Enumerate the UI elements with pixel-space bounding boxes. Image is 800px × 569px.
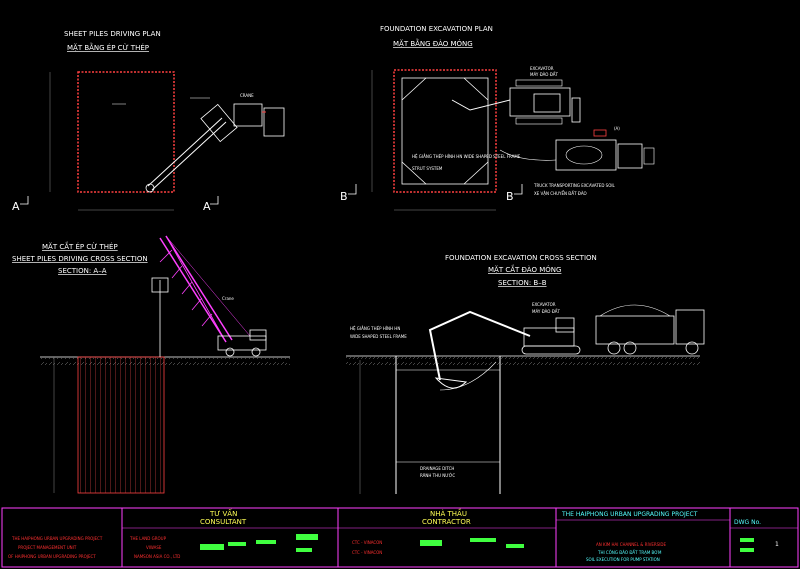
- owner-line-1: THE HAIPHONG URBAN UPGRADING PROJECT: [11, 536, 103, 541]
- piles-section-title-en: SHEET PILES DRIVING CROSS SECTION: [12, 255, 148, 263]
- truck-label: TRUCK TRANSPORTING EXCAVATED SOIL: [533, 183, 616, 188]
- drainage-label: DRAINAGE DITCH: [420, 466, 454, 471]
- strut-label: STRUT SYSTEM: [412, 166, 443, 171]
- drainage-label-vi: RÃNH THU NƯỚC: [420, 473, 455, 478]
- truck-section: [595, 304, 705, 355]
- consultant-firm-2: VIWASE: [146, 545, 162, 550]
- dwg-label: DWG No.: [734, 519, 761, 526]
- excavator-plan: [451, 79, 607, 137]
- excavator-label: EXCAVATOR: [530, 66, 554, 71]
- crane-label: CRANE: [240, 93, 254, 98]
- sheet-title-vi: THI CÔNG ĐÀO ĐẤT TRẠM BƠM: [597, 550, 662, 555]
- excavator-label-section-vi: MÁY ĐÀO ĐẤT: [532, 309, 561, 314]
- excavation-plan-subtitle: MẶT BẰNG ĐÀO MÓNG: [393, 38, 473, 48]
- project-title: THE HAIPHONG URBAN UPGRADING PROJECT: [561, 511, 698, 518]
- crane-section: [159, 235, 267, 357]
- excavation-section: FOUNDATION EXCAVATION CROSS SECTION MẶT …: [346, 254, 705, 494]
- excavation-section-label: SECTION: B–B: [498, 279, 547, 287]
- sheet-pile-outline: [393, 69, 497, 193]
- section-mark-a-right: A: [203, 200, 211, 213]
- title-block: THE HAIPHONG URBAN UPGRADING PROJECT PRO…: [1, 507, 799, 568]
- contractor-vi: NHÀ THẦU: [430, 508, 467, 518]
- signature-block: [200, 544, 224, 550]
- crane-label-section: Crane: [222, 296, 234, 301]
- contractor-row-2: CTC - VINACON: [352, 550, 382, 555]
- piles-section-label: SECTION: A–A: [58, 267, 107, 275]
- truck-plan: [499, 139, 655, 171]
- section-mark-b-right: B: [506, 190, 514, 203]
- piles-section-title-vi: MẶT CẮT ÉP CỪ THÉP: [42, 241, 118, 251]
- excavation-plan: FOUNDATION EXCAVATION PLAN MẶT BẰNG ĐÀO …: [340, 25, 655, 211]
- bracing-label: HỆ GIẰNG THÉP HÌNH HN WIDE SHAPED STEEL …: [412, 154, 521, 159]
- package: AN KIM HAI CHANNEL & RIVERSIDE: [596, 542, 666, 547]
- truck-label-vi: XE VẬN CHUYỂN ĐẤT ĐÀO: [534, 191, 587, 196]
- sheet-piles-plan: SHEET PILES DRIVING PLAN MẶT BẰNG ÉP CỪ …: [12, 30, 285, 213]
- excavation-plan-title: FOUNDATION EXCAVATION PLAN: [380, 25, 493, 33]
- excavation-section-title-vi: MẶT CẮT ĐÀO MÓNG: [488, 264, 561, 274]
- sheet-pile-outline: [77, 71, 175, 193]
- consultant-firm-3: NAMSON ASIA CO., LTD: [134, 554, 180, 559]
- dwg-number: 1: [775, 541, 779, 548]
- section-mark-b-left: B: [340, 190, 348, 203]
- frame-label-en: WIDE SHAPED STEEL FRAME: [350, 334, 407, 339]
- contractor-en: CONTRACTOR: [422, 518, 471, 526]
- owner-line-2: PROJECT MANAGEMENT UNIT: [18, 545, 77, 550]
- consultant-vi: TƯ VẤN: [209, 508, 237, 518]
- excavator-section: [428, 310, 581, 391]
- sheet-piles-plan-title: SHEET PILES DRIVING PLAN: [64, 30, 161, 38]
- sheet-title-en: SOIL EXECUTION FOR PUMP STATION: [586, 557, 660, 562]
- plan-marker: (A): [614, 126, 620, 131]
- excavator-label-vi: MÁY ĐÀO ĐẤT: [530, 72, 559, 77]
- section-mark-a-left: A: [12, 200, 20, 213]
- sheet-pile-wall: [77, 356, 165, 494]
- frame-label: HỆ GIẰNG THÉP HÌNH HN: [350, 326, 400, 331]
- consultant-en: CONSULTANT: [200, 518, 247, 526]
- owner-line-3: OF HAIPHONG URBAN UPGRADING PROJECT: [8, 554, 96, 559]
- excavator-label-section: EXCAVATOR: [532, 302, 556, 307]
- consultant-firm: THE LAND GROUP: [129, 536, 167, 541]
- sheet-piles-plan-subtitle: MẶT BẰNG ÉP CỪ THÉP: [67, 42, 149, 52]
- sheet-piles-section: MẶT CẮT ÉP CỪ THÉP SHEET PILES DRIVING C…: [12, 235, 290, 494]
- contractor-row-1: CTC - VINACON: [352, 540, 382, 545]
- excavation-section-title-en: FOUNDATION EXCAVATION CROSS SECTION: [445, 254, 597, 262]
- crane-plan: [145, 103, 285, 193]
- strut-frame: [401, 77, 489, 185]
